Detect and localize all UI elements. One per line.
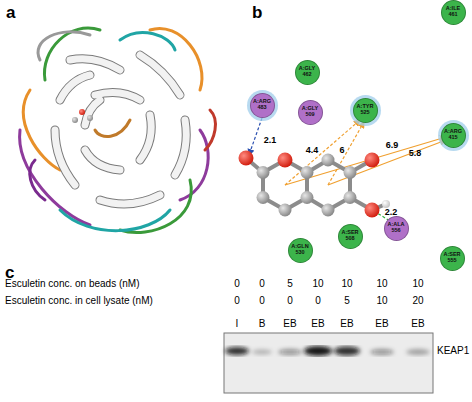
concentration-value: 0: [259, 279, 265, 289]
residue-circle: A:ILE 461: [441, 0, 466, 25]
row-header: Esculetin conc. on beads (nM): [5, 279, 140, 289]
concentration-value: 0: [234, 296, 240, 306]
panel-letter: a: [6, 4, 15, 21]
concentration-value: 0: [259, 296, 265, 306]
protein-ribbon: [20, 28, 216, 233]
residue-name: A:GLY 462: [297, 66, 317, 78]
panel-letter: c: [5, 264, 14, 281]
residue-circle: A:GLY 509: [298, 100, 323, 125]
concentration-value: 0: [234, 279, 240, 289]
esculetin-molecule: [239, 151, 391, 218]
residue-name: A:GLY 509: [300, 106, 320, 118]
residue-name: A:ARG 483: [252, 99, 272, 111]
panel-letter: b: [252, 4, 262, 21]
residue-name: A:ALA 556: [386, 222, 406, 234]
distance-label: 6: [339, 146, 344, 155]
residue-name: A:ILE 461: [443, 6, 463, 18]
concentration-value: 0: [315, 296, 321, 306]
residue-name: A:SER 555: [442, 252, 462, 264]
residue-circle: A:SER 555: [440, 246, 465, 271]
concentration-value: 10: [341, 279, 352, 289]
lane-label: EB: [375, 319, 388, 329]
residue-circle: A:SER 508: [338, 224, 363, 249]
distance-label: 2.1: [264, 136, 277, 145]
distance-label: 2.2: [385, 208, 398, 217]
distance-label: 5.8: [409, 149, 422, 158]
concentration-value: 5: [344, 296, 350, 306]
lane-label: EB: [311, 319, 324, 329]
residue-name: A:SER 508: [340, 230, 360, 242]
residue-name: A:TYR 525: [355, 104, 375, 116]
concentration-value: 10: [376, 296, 387, 306]
residue-circle: A:ARG 415: [441, 123, 466, 148]
residue-name: A:GLN 530: [290, 244, 310, 256]
protein-label: KEAP1: [437, 346, 469, 356]
lane-label: I: [236, 319, 239, 329]
concentration-value: 10: [412, 279, 423, 289]
lane-label: EB: [340, 319, 353, 329]
distance-label: 6.9: [386, 141, 399, 150]
lane-label: EB: [283, 319, 296, 329]
residue-circle: A:TYR 525: [353, 98, 378, 123]
distance-label: 4.4: [306, 146, 319, 155]
interaction-lines: [249, 118, 446, 221]
concentration-value: 0: [287, 296, 293, 306]
residue-name: A:ARG 415: [443, 129, 463, 141]
residue-circle: A:ARG 483: [250, 93, 275, 118]
lane-label: B: [259, 319, 266, 329]
residue-circle: A:GLY 462: [295, 60, 320, 85]
western-blot: [224, 333, 433, 393]
concentration-value: 10: [376, 279, 387, 289]
row-header: Esculetin conc. in cell lysate (nM): [5, 296, 153, 306]
residue-circle: A:ALA 556: [384, 216, 409, 241]
concentration-value: 20: [412, 296, 423, 306]
concentration-value: 10: [312, 279, 323, 289]
concentration-value: 5: [287, 279, 293, 289]
residue-circle: A:GLN 530: [288, 238, 313, 263]
lane-label: EB: [411, 319, 424, 329]
